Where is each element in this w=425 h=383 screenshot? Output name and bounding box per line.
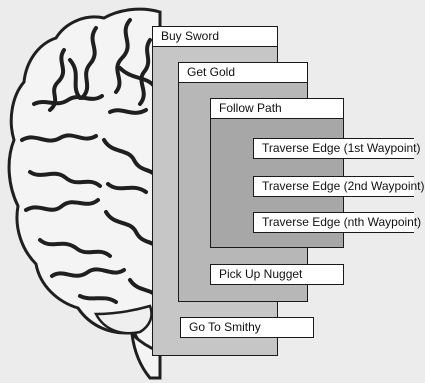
goal-label-get-gold: Get Gold <box>178 62 308 83</box>
cerebellum <box>93 304 153 335</box>
goal-label-traverse-1st: Traverse Edge (1st Waypoint) <box>253 138 421 159</box>
goal-label-traverse-nth: Traverse Edge (nth Waypoint) <box>253 212 421 233</box>
goal-label-pick-up-nugget: Pick Up Nugget <box>210 264 344 285</box>
goal-label-buy-sword: Buy Sword <box>152 26 278 47</box>
goal-label-follow-path: Follow Path <box>210 98 344 119</box>
brain-stem <box>129 329 162 380</box>
brain-illustration <box>7 7 162 380</box>
goal-label-go-to-smithy: Go To Smithy <box>180 317 314 338</box>
brain-outline <box>7 7 162 363</box>
goal-label-traverse-2nd: Traverse Edge (2nd Waypoint) <box>253 176 425 197</box>
goal-hierarchy-diagram: Buy Sword Get Gold Follow Path Traverse … <box>7 7 425 380</box>
